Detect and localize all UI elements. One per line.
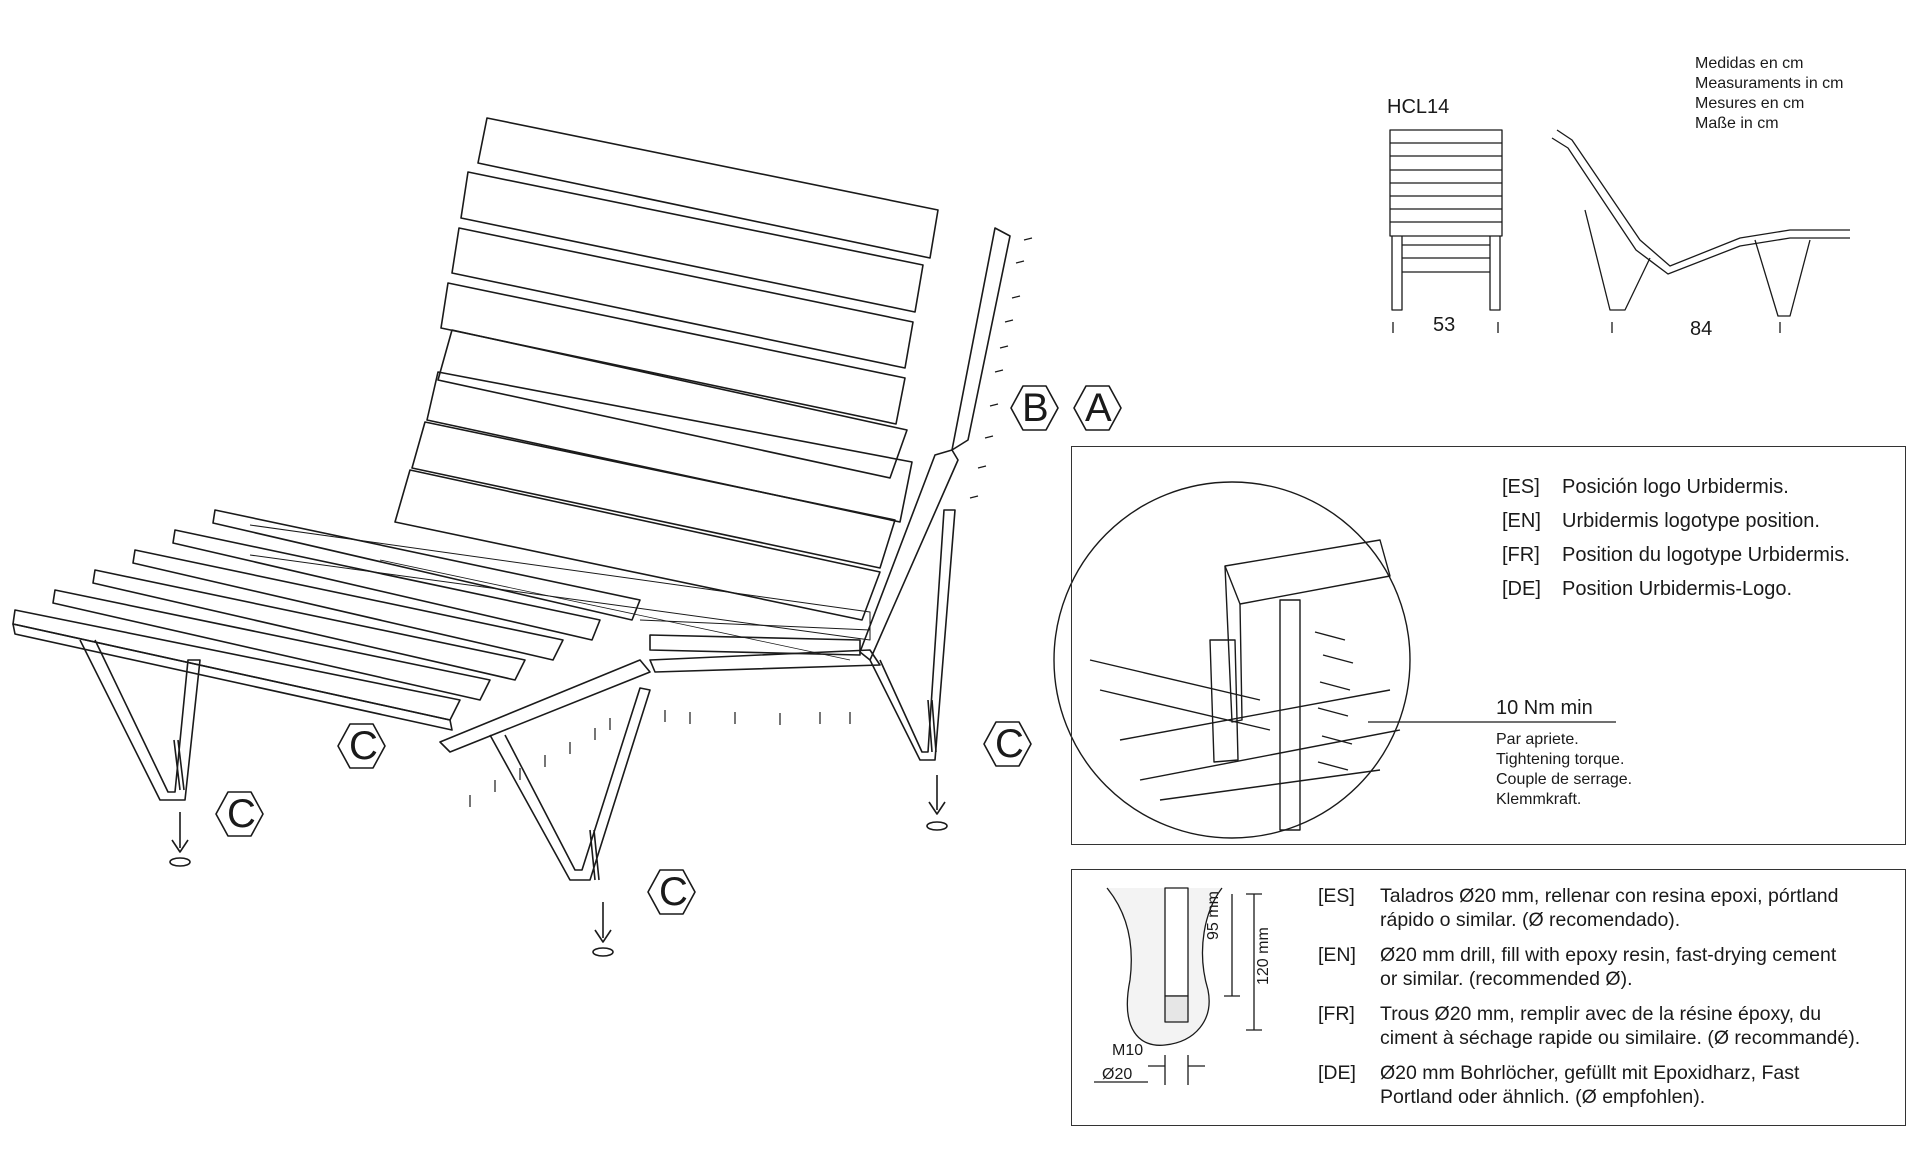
ground-arrows bbox=[169, 775, 948, 957]
logo-note-de: [DE]Position Urbidermis-Logo. bbox=[1502, 578, 1793, 600]
logo-note-es: [ES]Posición logo Urbidermis. bbox=[1502, 476, 1789, 498]
installation-box bbox=[1071, 869, 1906, 1126]
anchor-section bbox=[1094, 887, 1262, 1085]
units-en: Measuraments in cm bbox=[1695, 75, 1844, 92]
depth-95-label: 95 mm bbox=[1205, 891, 1222, 940]
side-frame-rail bbox=[439, 227, 1011, 753]
units-es: Medidas en cm bbox=[1695, 55, 1804, 72]
logo-detail-box bbox=[1071, 446, 1906, 845]
bolt-label: M10 bbox=[1112, 1042, 1144, 1059]
callout-c: C bbox=[995, 722, 1024, 766]
torque-value: 10 Nm min bbox=[1496, 697, 1593, 719]
torque-fr: Couple de serrage. bbox=[1496, 771, 1633, 788]
callout-c: C bbox=[227, 792, 256, 836]
torque-es: Par apriete. bbox=[1496, 731, 1579, 748]
depth-120-label: 120 mm bbox=[1255, 927, 1272, 985]
callout-b: B bbox=[1022, 386, 1049, 430]
units-note: Medidas en cm Measuraments in cm Mesures… bbox=[1695, 54, 1844, 134]
anchor-rods bbox=[173, 699, 937, 881]
torque-de: Klemmkraft. bbox=[1496, 791, 1582, 808]
units-fr: Mesures en cm bbox=[1695, 95, 1805, 112]
side-elevation bbox=[1551, 129, 1850, 333]
seat-slats bbox=[12, 509, 871, 731]
logo-note-en: [EN]Urbidermis logotype position. bbox=[1502, 510, 1820, 532]
callout-a: A bbox=[1085, 386, 1112, 430]
width-dimension: 53 bbox=[1433, 314, 1456, 336]
depth-dimension: 84 bbox=[1690, 318, 1713, 340]
front-elevation bbox=[1389, 129, 1503, 333]
legs bbox=[79, 509, 956, 881]
backrest-slats bbox=[379, 117, 939, 661]
hole-label: Ø20 bbox=[1102, 1066, 1133, 1083]
model-code: HCL14 bbox=[1387, 96, 1450, 118]
callout-c: C bbox=[349, 724, 378, 768]
bolts bbox=[469, 237, 1033, 807]
torque-en: Tightening torque. bbox=[1496, 751, 1625, 768]
logo-note-fr: [FR]Position du logotype Urbidermis. bbox=[1502, 544, 1850, 566]
torque-labels: Par apriete. Tightening torque. Couple d… bbox=[1496, 730, 1632, 810]
hex-callouts bbox=[215, 385, 1122, 915]
logo-detail bbox=[1053, 481, 1411, 839]
units-de: Maße in cm bbox=[1695, 115, 1779, 132]
callout-c: C bbox=[659, 870, 688, 914]
